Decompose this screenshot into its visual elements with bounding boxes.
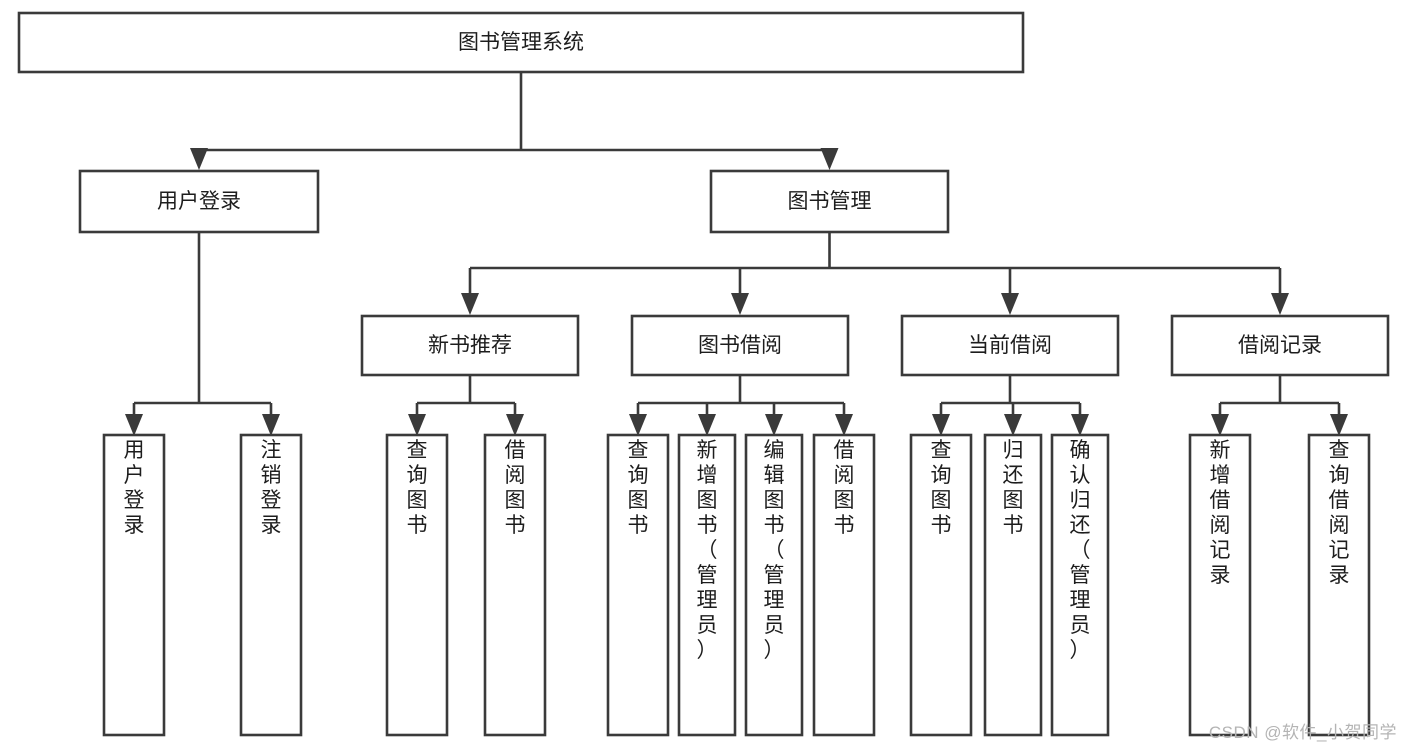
node-box-leaf-add-borrow-record [1188, 433, 1252, 737]
node-label-leaf-add-borrow-record: 新增借阅记录 [1210, 439, 1231, 587]
node-box-leaf-query-book-borrow [606, 433, 670, 737]
node-current-borrow[interactable]: 当前借阅 [900, 314, 1120, 377]
node-label-leaf-user-login: 用户登录 [124, 439, 145, 537]
node-leaf-borrow-book-recommend[interactable]: 借阅图书 [483, 433, 547, 737]
arrow-head-icon-leaf-query-borrow-record [1330, 414, 1348, 436]
node-label-leaf-confirm-return: 确认归还（管理员） [1070, 439, 1091, 662]
node-box-leaf-query-book-recommend [385, 433, 449, 737]
arrow-head-icon-leaf-add-book [698, 414, 716, 436]
arrow-head-icon-leaf-query-book-current [932, 414, 950, 436]
node-leaf-user-login[interactable]: 用户登录 [102, 433, 166, 737]
arrow-head-icon-user-login [190, 148, 208, 170]
node-box-user-login [78, 169, 320, 234]
node-label-leaf-query-book-recommend: 查询图书 [407, 439, 428, 537]
node-label-leaf-query-borrow-record: 查询借阅记录 [1329, 439, 1350, 587]
node-box-root [17, 11, 1025, 74]
arrow-head-icon-current-borrow [1001, 293, 1019, 315]
node-box-borrow-record [1170, 314, 1390, 377]
arrow-head-icon-leaf-user-logout [262, 414, 280, 436]
node-box-current-borrow [900, 314, 1120, 377]
node-borrow-record[interactable]: 借阅记录 [1170, 314, 1390, 377]
node-book-management[interactable]: 图书管理 [709, 169, 950, 234]
node-leaf-query-book-borrow[interactable]: 查询图书 [606, 433, 670, 737]
node-label-root: 图书管理系统 [458, 31, 584, 54]
node-box-leaf-add-book [677, 433, 737, 737]
node-box-new-book-recommend [360, 314, 580, 377]
arrow-head-icon-leaf-edit-book [765, 414, 783, 436]
node-box-leaf-query-borrow-record [1307, 433, 1371, 737]
node-box-book-borrow [630, 314, 850, 377]
node-leaf-add-borrow-record[interactable]: 新增借阅记录 [1188, 433, 1252, 737]
node-label-user-login: 用户登录 [157, 190, 241, 213]
node-leaf-add-book[interactable]: 新增图书（管理员） [677, 433, 737, 737]
node-label-new-book-recommend: 新书推荐 [428, 334, 512, 357]
node-box-leaf-query-book-current [909, 433, 973, 737]
node-book-borrow[interactable]: 图书借阅 [630, 314, 850, 377]
node-box-book-management [709, 169, 950, 234]
node-box-leaf-borrow-book [812, 433, 876, 737]
arrow-head-icon-leaf-borrow-book [835, 414, 853, 436]
node-box-leaf-edit-book [744, 433, 804, 737]
node-leaf-return-book[interactable]: 归还图书 [983, 433, 1043, 737]
connector-layer [125, 72, 1348, 436]
arrow-head-icon-book-management [820, 148, 839, 170]
arrow-head-icon-leaf-query-book-borrow [629, 414, 647, 436]
node-label-leaf-borrow-book: 借阅图书 [834, 439, 855, 537]
node-user-login[interactable]: 用户登录 [78, 169, 320, 234]
node-leaf-borrow-book[interactable]: 借阅图书 [812, 433, 876, 737]
node-box-leaf-user-logout [239, 433, 303, 737]
node-label-book-borrow: 图书借阅 [698, 334, 782, 357]
node-label-current-borrow: 当前借阅 [968, 334, 1052, 357]
node-box-leaf-return-book [983, 433, 1043, 737]
node-leaf-query-book-recommend[interactable]: 查询图书 [385, 433, 449, 737]
arrow-head-icon-leaf-user-login [125, 414, 143, 436]
node-label-leaf-query-book-borrow: 查询图书 [628, 439, 649, 537]
node-leaf-query-book-current[interactable]: 查询图书 [909, 433, 973, 737]
node-leaf-edit-book[interactable]: 编辑图书（管理员） [744, 433, 804, 737]
node-leaf-user-logout[interactable]: 注销登录 [239, 433, 303, 737]
arrow-head-icon-borrow-record [1271, 293, 1289, 315]
node-box-leaf-confirm-return [1050, 433, 1110, 737]
node-layer: 图书管理系统用户登录图书管理新书推荐图书借阅当前借阅借阅记录用户登录注销登录查询… [17, 11, 1390, 737]
node-label-leaf-query-book-current: 查询图书 [931, 439, 952, 537]
watermark-label: CSDN @软件_小贺同学 [1208, 723, 1397, 742]
arrow-head-icon-book-borrow [731, 293, 749, 315]
node-label-leaf-user-logout: 注销登录 [261, 439, 282, 537]
arrow-head-icon-leaf-return-book [1004, 414, 1022, 436]
arrow-head-icon-leaf-confirm-return [1071, 414, 1089, 436]
arrow-head-icon-leaf-borrow-book-recommend [506, 414, 524, 436]
arrow-head-icon-leaf-add-borrow-record [1211, 414, 1229, 436]
node-label-leaf-borrow-book-recommend: 借阅图书 [505, 439, 526, 537]
node-box-leaf-borrow-book-recommend [483, 433, 547, 737]
node-leaf-query-borrow-record[interactable]: 查询借阅记录 [1307, 433, 1371, 737]
node-root[interactable]: 图书管理系统 [17, 11, 1025, 74]
node-label-leaf-add-book: 新增图书（管理员） [697, 439, 718, 662]
arrow-head-icon-leaf-query-book-recommend [408, 414, 426, 436]
node-label-book-management: 图书管理 [788, 190, 872, 213]
arrow-head-icon-new-book-recommend [461, 293, 479, 315]
node-label-borrow-record: 借阅记录 [1238, 334, 1322, 357]
node-new-book-recommend[interactable]: 新书推荐 [360, 314, 580, 377]
node-label-leaf-edit-book: 编辑图书（管理员） [764, 439, 785, 662]
node-leaf-confirm-return[interactable]: 确认归还（管理员） [1050, 433, 1110, 737]
node-box-leaf-user-login [102, 433, 166, 737]
node-label-leaf-return-book: 归还图书 [1003, 439, 1024, 537]
